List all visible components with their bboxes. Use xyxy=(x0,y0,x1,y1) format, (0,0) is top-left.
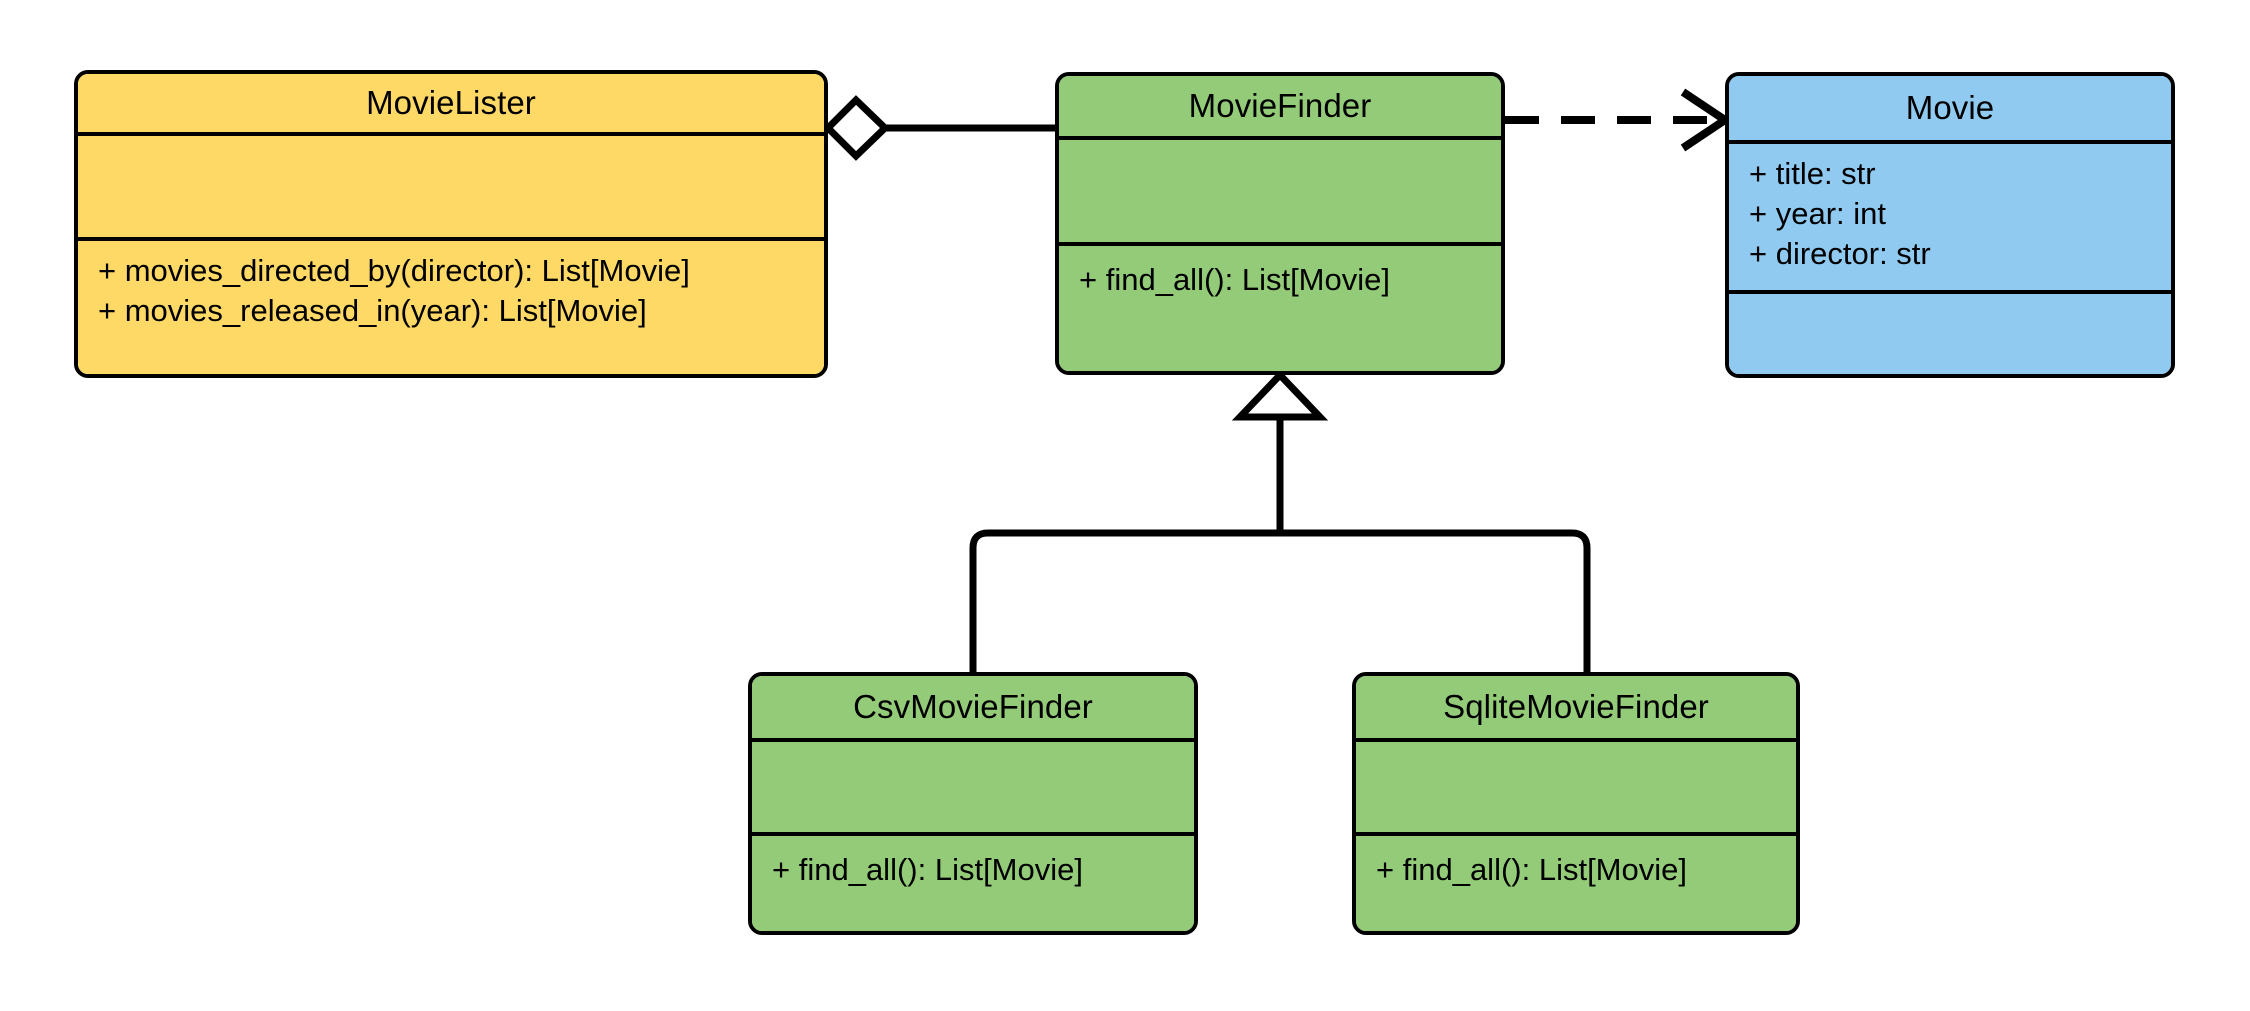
method-item: + find_all(): List[Movie] xyxy=(1079,262,1390,297)
class-title-movie-finder: MovieFinder xyxy=(1059,76,1501,140)
class-title-csv-movie-finder: CsvMovieFinder xyxy=(752,676,1194,742)
class-title-movie: Movie xyxy=(1729,76,2171,144)
method-item: + movies_released_in(year): List[Movie] xyxy=(98,293,647,328)
class-title-sqlite-movie-finder: SqliteMovieFinder xyxy=(1356,676,1796,742)
attribute-item: + title: str xyxy=(1749,156,1876,191)
attribute-item: + year: int xyxy=(1749,196,1886,231)
class-title-movie-lister: MovieLister xyxy=(78,74,824,136)
class-attributes-sqlite-movie-finder xyxy=(1356,742,1796,836)
class-methods-movie-finder: + find_all(): List[Movie] xyxy=(1059,246,1501,371)
method-item: + find_all(): List[Movie] xyxy=(772,852,1083,887)
class-attributes-movie-lister xyxy=(78,136,824,241)
class-methods-movie-lister: + movies_directed_by(director): List[Mov… xyxy=(78,241,824,374)
class-box-movie-finder[interactable]: MovieFinder + find_all(): List[Movie] xyxy=(1055,72,1505,375)
attribute-item: + director: str xyxy=(1749,236,1931,271)
class-box-movie[interactable]: Movie + title: str + year: int + directo… xyxy=(1725,72,2175,378)
aggregation-hollow-diamond xyxy=(823,95,891,161)
method-item: + find_all(): List[Movie] xyxy=(1376,852,1687,887)
class-attributes-movie: + title: str + year: int + director: str xyxy=(1729,144,2171,294)
generalization-hollow-triangle xyxy=(1231,369,1329,421)
generalization-branch-bus xyxy=(969,529,1591,672)
class-methods-sqlite-movie-finder: + find_all(): List[Movie] xyxy=(1356,836,1796,931)
class-box-movie-lister[interactable]: MovieLister + movies_directed_by(directo… xyxy=(74,70,828,378)
aggregation-movielister-moviefinder xyxy=(823,95,1055,161)
class-box-csv-movie-finder[interactable]: CsvMovieFinder + find_all(): List[Movie] xyxy=(748,672,1198,935)
class-attributes-csv-movie-finder xyxy=(752,742,1194,836)
method-item: + movies_directed_by(director): List[Mov… xyxy=(98,253,690,288)
class-box-sqlite-movie-finder[interactable]: SqliteMovieFinder + find_all(): List[Mov… xyxy=(1352,672,1800,935)
class-methods-movie xyxy=(1729,294,2171,374)
generalization-tree-moviefinder xyxy=(969,369,1591,672)
dependency-moviefinder-movie xyxy=(1505,88,1733,152)
class-methods-csv-movie-finder: + find_all(): List[Movie] xyxy=(752,836,1194,931)
dependency-open-arrowhead xyxy=(1680,88,1733,152)
class-attributes-movie-finder xyxy=(1059,140,1501,246)
